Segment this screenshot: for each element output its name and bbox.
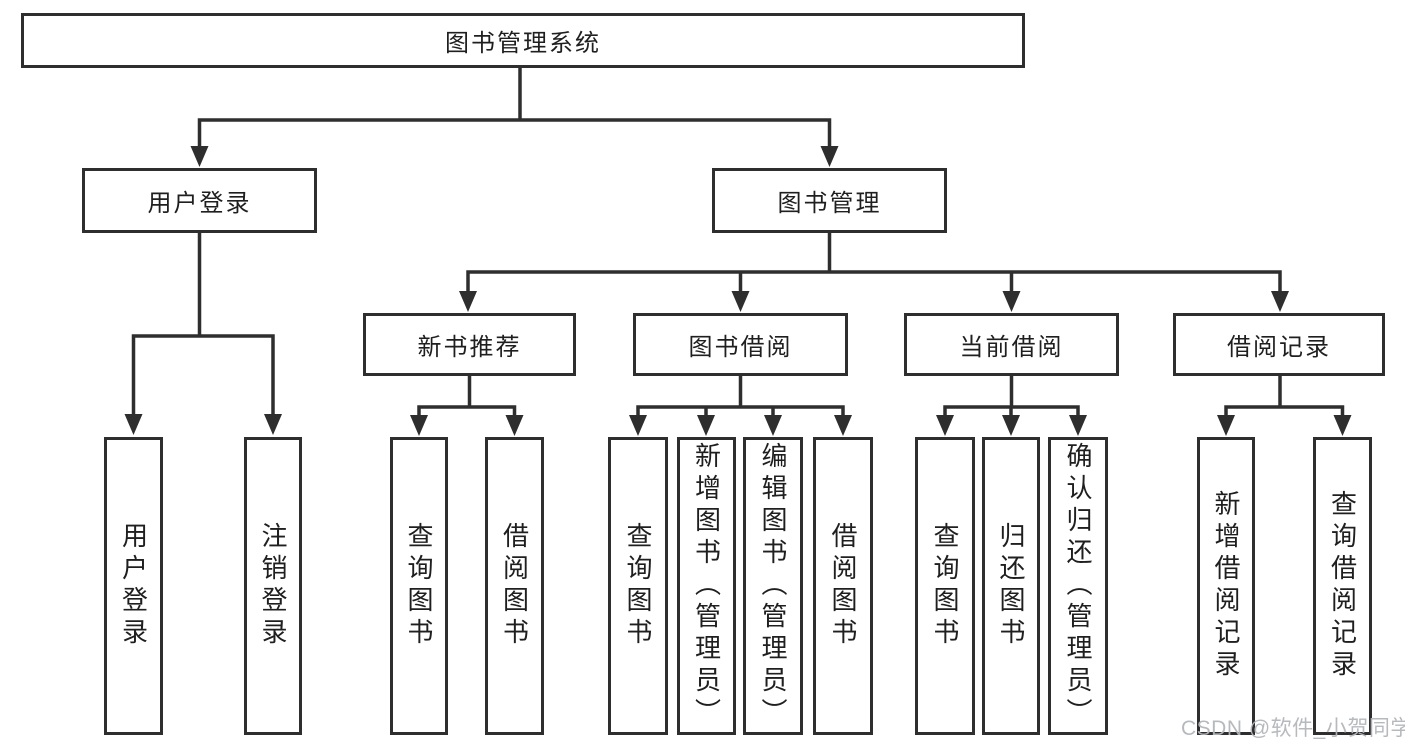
leaf-query-books-borrow: 查询图书: [608, 437, 668, 735]
leaf-query-books-recommend: 查询图书: [390, 437, 448, 735]
node-book-management-label: 图书管理: [777, 190, 882, 217]
node-root-label: 图书管理系统: [445, 30, 601, 57]
leaf-user-login: 用户登录: [104, 437, 163, 735]
leaf-query-borrow-record-label: 查询借阅记录: [1327, 490, 1358, 682]
node-new-book-recommend-label: 新书推荐: [417, 334, 522, 361]
leaf-edit-book-admin: 编辑图书（管理员）: [743, 437, 803, 735]
leaf-query-books-current-label: 查询图书: [930, 522, 960, 650]
leaf-borrow-books-recommend: 借阅图书: [485, 437, 544, 735]
leaf-add-borrow-record: 新增借阅记录: [1197, 437, 1255, 735]
leaf-query-books-current: 查询图书: [915, 437, 975, 735]
node-book-borrow: 图书借阅: [633, 313, 848, 376]
leaf-confirm-return-admin-label: 确认归还（管理员）: [1063, 442, 1093, 730]
node-book-borrow-label: 图书借阅: [688, 334, 793, 361]
node-root: 图书管理系统: [21, 13, 1025, 68]
leaf-return-book-label: 归还图书: [996, 522, 1026, 650]
node-book-management: 图书管理: [712, 168, 947, 233]
leaf-query-books-borrow-label: 查询图书: [623, 522, 653, 650]
node-borrow-records: 借阅记录: [1173, 313, 1385, 376]
node-user-login-label: 用户登录: [147, 190, 252, 217]
leaf-logout-label: 注销登录: [258, 522, 288, 650]
leaf-borrow-books-borrow: 借阅图书: [813, 437, 873, 735]
leaf-add-book-admin-label: 新增图书（管理员）: [691, 442, 722, 730]
node-new-book-recommend: 新书推荐: [363, 313, 576, 376]
leaf-return-book: 归还图书: [982, 437, 1040, 735]
watermark: CSDN @软件_小贺同学: [1181, 717, 1405, 740]
leaf-add-book-admin: 新增图书（管理员）: [677, 437, 736, 735]
leaf-query-books-recommend-label: 查询图书: [404, 522, 434, 650]
leaf-borrow-books-recommend-label: 借阅图书: [499, 522, 530, 650]
node-user-login: 用户登录: [82, 168, 317, 233]
node-current-borrow-label: 当前借阅: [959, 334, 1064, 361]
leaf-logout: 注销登录: [244, 437, 302, 735]
leaf-confirm-return-admin: 确认归还（管理员）: [1048, 437, 1108, 735]
leaf-query-borrow-record: 查询借阅记录: [1313, 437, 1372, 735]
leaf-edit-book-admin-label: 编辑图书（管理员）: [758, 442, 788, 730]
leaf-user-login-label: 用户登录: [118, 522, 149, 650]
node-borrow-records-label: 借阅记录: [1227, 334, 1331, 361]
leaf-add-borrow-record-label: 新增借阅记录: [1211, 490, 1241, 682]
node-current-borrow: 当前借阅: [904, 313, 1119, 376]
leaf-borrow-books-borrow-label: 借阅图书: [828, 522, 858, 650]
